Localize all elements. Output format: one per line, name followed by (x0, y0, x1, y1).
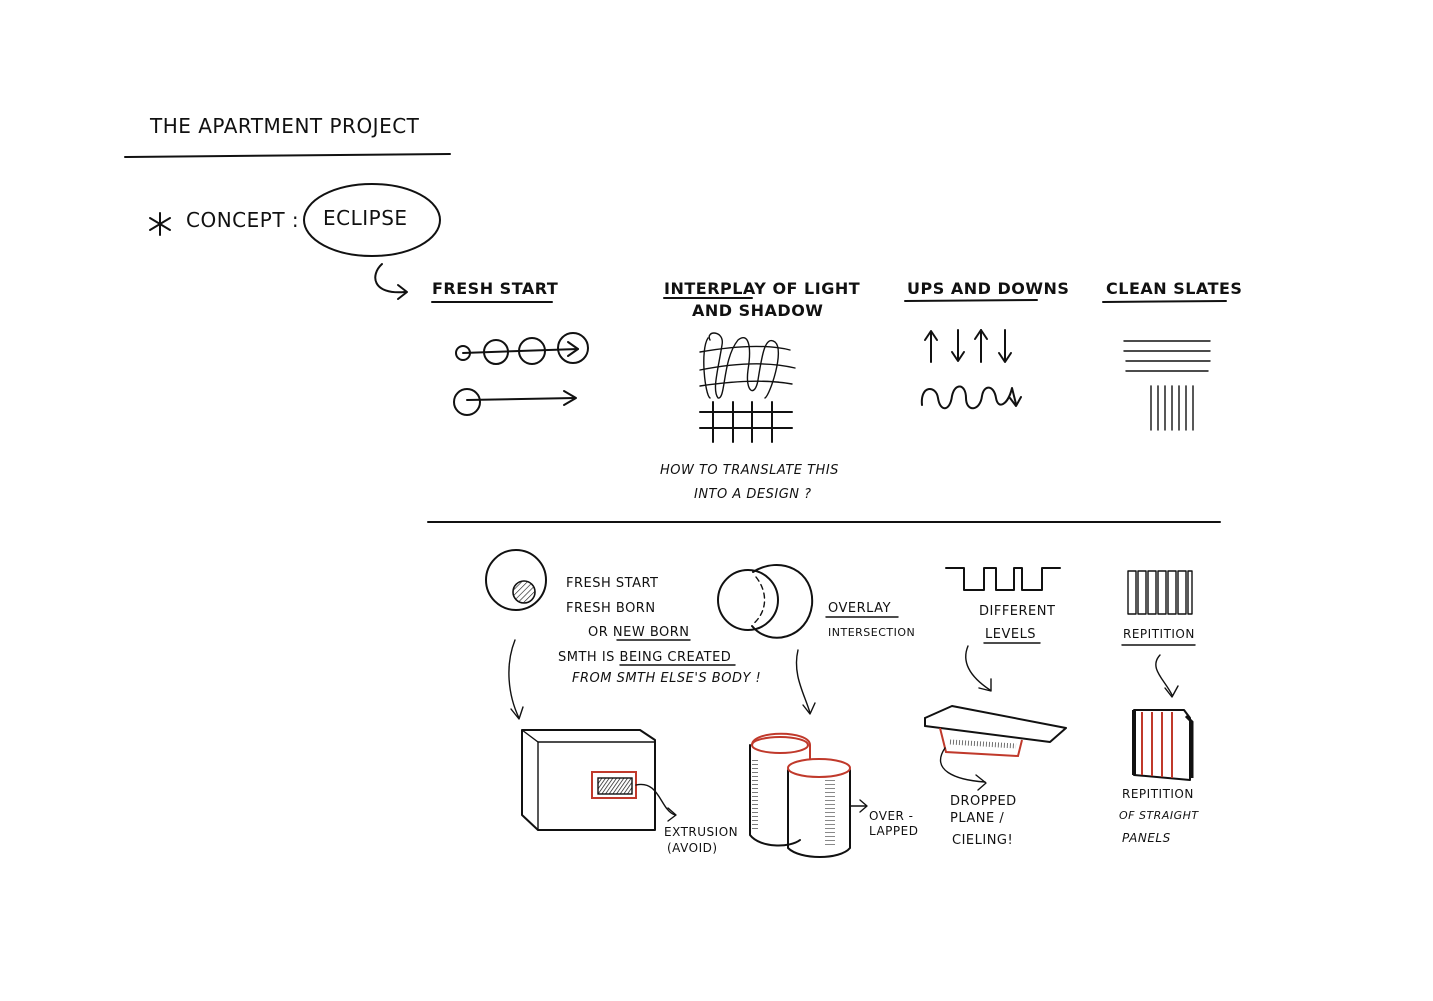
panels-callout: REPITITION (1122, 787, 1194, 801)
overlap-circle-right (751, 563, 814, 639)
panels-callout: OF STRAIGHT (1119, 809, 1199, 822)
dropped-plane-sketch (924, 705, 1067, 791)
fresh-note: FRESH START (566, 576, 659, 591)
panels-sketch (1127, 570, 1193, 615)
arrow-head (978, 678, 992, 692)
eclipse-inner-circle (512, 580, 536, 604)
fresh-note: FRESH BORN (566, 601, 656, 616)
parallel-lines-sketch (1123, 340, 1211, 372)
extrusion-callout: (AVOID) (667, 841, 718, 855)
overlay-note: OVERLAY (828, 601, 892, 616)
dropped-callout: PLANE / (950, 811, 1005, 826)
overlapping-cylinders-sketch (749, 732, 868, 858)
heading-underline (1102, 300, 1227, 303)
levels-note: LEVELS (985, 627, 1037, 642)
arrow-head (802, 702, 816, 715)
idea-heading-interplay-2: AND SHADOW (692, 301, 824, 320)
panels-callout: PANELS (1122, 831, 1171, 845)
fresh-note: SMTH IS BEING CREATED (558, 650, 732, 665)
arrow-head (1009, 396, 1022, 407)
dropped-callout: DROPPED (950, 794, 1017, 809)
idea-heading-fresh-start: FRESH START (432, 279, 559, 298)
fresh-note: FROM SMTH ELSE'S BODY ! (572, 671, 762, 686)
concept-ellipse (303, 183, 441, 257)
arrow-head (397, 284, 408, 300)
overlap-circle-left (717, 569, 779, 631)
idea-heading-ups-downs: UPS AND DOWNS (907, 279, 1070, 298)
levels-note: DIFFERENT (979, 604, 1056, 619)
overlay-note: INTERSECTION (828, 626, 916, 639)
arrow-head (510, 706, 524, 720)
up-down-arrows-sketch (924, 329, 1012, 363)
intersection-dash (751, 576, 766, 626)
concept-word: ECLIPSE (323, 206, 408, 230)
connector-arrow (1155, 654, 1173, 696)
connector-arrow (965, 645, 991, 691)
fresh-note: OR NEW BORN (588, 625, 690, 640)
eclipse-circle (485, 549, 547, 611)
design-question-line2: INTO A DESIGN ? (694, 487, 812, 502)
idea-heading-clean-slates: CLEAN SLATES (1106, 279, 1243, 298)
connector-arrow (508, 639, 520, 719)
asterisk-icon (149, 212, 171, 236)
concept-arrow (374, 263, 406, 294)
grid-sketch (699, 401, 793, 443)
square-wave-sketch (945, 567, 1061, 591)
overlapped-callout: LAPPED (869, 824, 919, 838)
growing-circles-sketch (453, 332, 589, 416)
heading-underline (904, 299, 1038, 302)
idea-heading-interplay: INTERPLAY OF LIGHT (664, 279, 861, 298)
concept-label: CONCEPT : (186, 208, 300, 232)
extrusion-callout: EXTRUSION (664, 825, 739, 839)
page-title: THE APARTMENT PROJECT (150, 114, 420, 138)
panel-block-sketch (1132, 709, 1194, 781)
arrow-head (1164, 685, 1179, 698)
vertical-lines-sketch (1150, 385, 1194, 431)
repetition-note: REPITITION (1123, 627, 1195, 641)
overlapped-callout: OVER - (869, 809, 914, 823)
wave-arrow-sketch (920, 385, 1017, 410)
extruded-box-sketch (521, 729, 677, 831)
dropped-callout: CIELING! (952, 833, 1014, 848)
title-underline (124, 153, 451, 158)
woven-loops-sketch (699, 332, 796, 399)
design-question-line1: HOW TO TRANSLATE THIS (660, 463, 839, 478)
connector-arrow (795, 649, 811, 714)
